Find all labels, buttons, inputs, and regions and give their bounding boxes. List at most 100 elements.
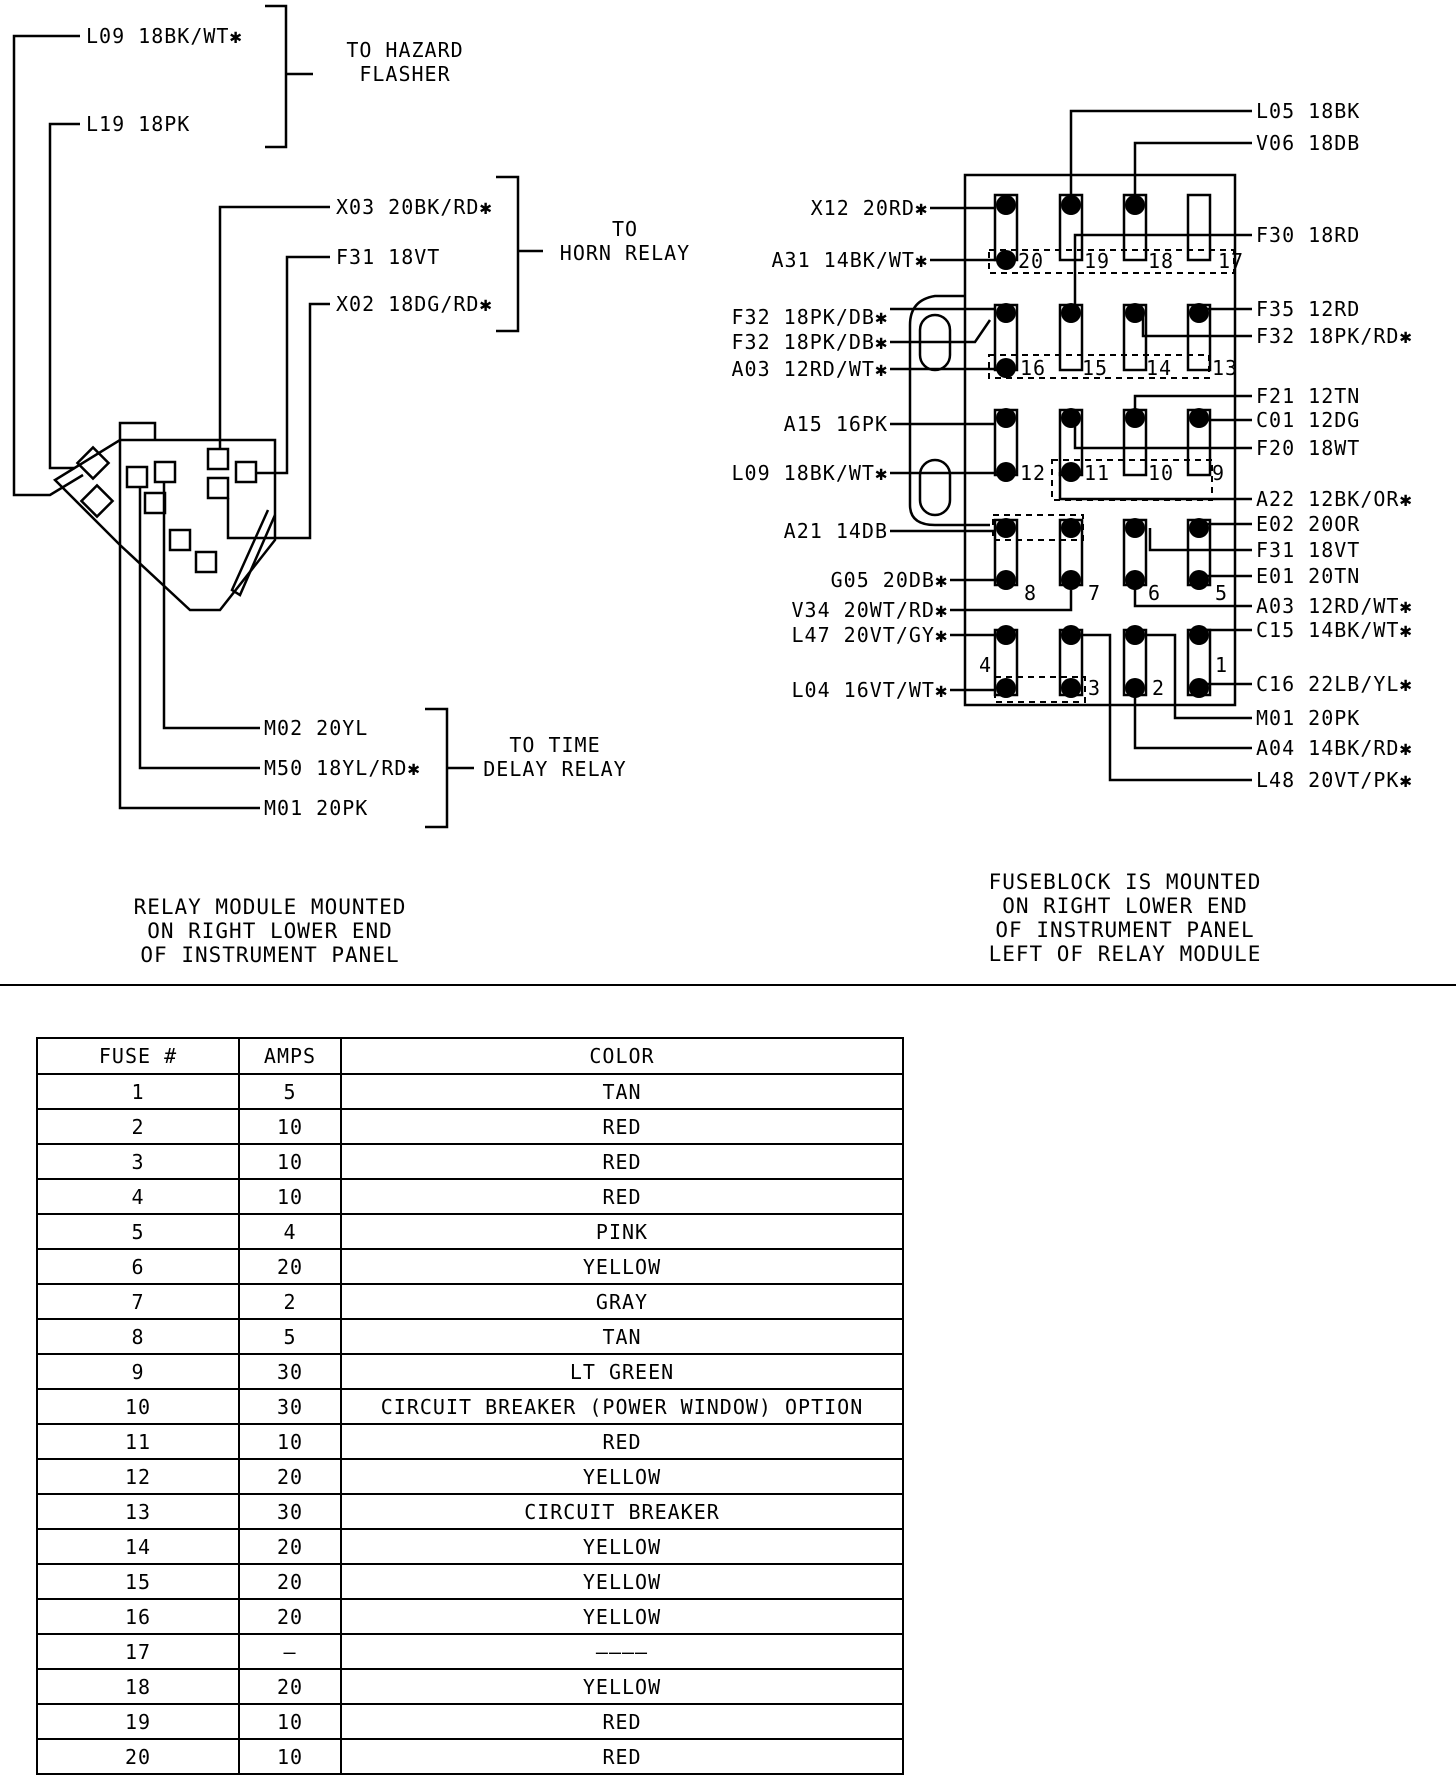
mounting-bracket bbox=[908, 294, 990, 527]
fuse-number-cell: 9 bbox=[36, 1353, 240, 1390]
fuse-wire-label: F35 12RD bbox=[1256, 297, 1360, 321]
fuse-wire-label: E02 20OR bbox=[1256, 512, 1360, 536]
amps-cell: 10 bbox=[238, 1738, 342, 1775]
relay-module-outline bbox=[52, 438, 277, 612]
right-leader-lines bbox=[1058, 109, 1252, 782]
terminal-hazard-2 bbox=[79, 483, 115, 519]
amps-cell: 10 bbox=[238, 1178, 342, 1215]
amps-cell: 5 bbox=[238, 1073, 342, 1110]
fuse-wire-label: A15 16PK bbox=[784, 412, 888, 436]
amps-cell: 10 bbox=[238, 1423, 342, 1460]
fuse-number-cell: 4 bbox=[36, 1178, 240, 1215]
fuse-block-right-labels: L05 18BK V06 18DB F30 18RD F35 12RD F32 … bbox=[1256, 99, 1413, 792]
fuse-number-cell: 1 bbox=[36, 1073, 240, 1110]
fuse-wire-label: X12 20RD✱ bbox=[811, 196, 928, 220]
color-cell: PINK bbox=[340, 1213, 904, 1250]
fuse-number: 6 bbox=[1148, 581, 1161, 605]
fuse-wire-label: V34 20WT/RD✱ bbox=[792, 598, 949, 622]
fuse-wire-label: L04 16VT/WT✱ bbox=[792, 678, 949, 702]
time-delay-target-label: DELAY RELAY bbox=[483, 757, 626, 781]
section-divider bbox=[0, 984, 1456, 986]
fuse-number: 10 bbox=[1148, 461, 1174, 485]
header-amps: AMPS bbox=[238, 1037, 342, 1075]
header-fuse: FUSE # bbox=[36, 1037, 240, 1075]
amps-cell: 20 bbox=[238, 1598, 342, 1635]
fuse-number-cell: 8 bbox=[36, 1318, 240, 1355]
color-cell: YELLOW bbox=[340, 1668, 904, 1705]
fuse-number-cell: 3 bbox=[36, 1143, 240, 1180]
horn-wire-label: X03 20BK/RD✱ bbox=[336, 195, 493, 219]
amps-cell: 20 bbox=[238, 1248, 342, 1285]
bracket-slot bbox=[918, 458, 952, 517]
fuse-number: 14 bbox=[1146, 356, 1172, 380]
header-color: COLOR bbox=[340, 1037, 904, 1075]
fuse-wire-label: F30 18RD bbox=[1256, 223, 1360, 247]
fuse-number: 9 bbox=[1212, 461, 1225, 485]
time-delay-wire-label: M01 20PK bbox=[264, 796, 368, 820]
amps-cell: 2 bbox=[238, 1283, 342, 1320]
fuse-wire-label: C16 22LB/YL✱ bbox=[1256, 672, 1413, 696]
horn-wire-label: X02 18DG/RD✱ bbox=[336, 292, 493, 316]
fuse-number-cell: 19 bbox=[36, 1703, 240, 1740]
horn-wire-label: F31 18VT bbox=[336, 245, 440, 269]
fuse-number-cell: 15 bbox=[36, 1563, 240, 1600]
fuse-block-left-labels: X12 20RD✱ A31 14BK/WT✱ F32 18PK/DB✱ F32 … bbox=[732, 196, 949, 702]
terminal-hazard-1 bbox=[75, 445, 111, 481]
fuse-wire-label: A03 12RD/WT✱ bbox=[1256, 594, 1413, 618]
fuse-number: 7 bbox=[1088, 581, 1101, 605]
fuse-number: 20 bbox=[1018, 249, 1044, 273]
color-cell: RED bbox=[340, 1108, 904, 1145]
amps-cell: 20 bbox=[238, 1528, 342, 1565]
fuse-number-cell: 11 bbox=[36, 1423, 240, 1460]
amps-cell: 10 bbox=[238, 1108, 342, 1145]
time-delay-target-label: TO TIME bbox=[509, 733, 600, 757]
fuse-number-cell: 5 bbox=[36, 1213, 240, 1250]
hazard-wire-label: L09 18BK/WT✱ bbox=[86, 24, 243, 48]
terminal-m50 bbox=[125, 465, 149, 489]
terminal-spare-2 bbox=[194, 550, 218, 574]
fuse-wire-label: F31 18VT bbox=[1256, 538, 1360, 562]
fuse-number-cell: 14 bbox=[36, 1528, 240, 1565]
color-cell: RED bbox=[340, 1423, 904, 1460]
relay-module-caption: RELAY MODULE MOUNTED ON RIGHT LOWER END … bbox=[133, 895, 407, 967]
fuse-wire-label: F32 18PK/DB✱ bbox=[732, 305, 889, 329]
fuse-number-cell: 17 bbox=[36, 1633, 240, 1670]
amps-cell: 30 bbox=[238, 1353, 342, 1390]
fuse-number-cell: 7 bbox=[36, 1283, 240, 1320]
fuse-number: 13 bbox=[1212, 356, 1238, 380]
fuse-number: 15 bbox=[1082, 356, 1108, 380]
fuse-wire-label: G05 20DB✱ bbox=[831, 568, 948, 592]
fuse-wire-label: F21 12TN bbox=[1256, 384, 1360, 408]
fuse-wire-label: L47 20VT/GY✱ bbox=[792, 623, 949, 647]
color-cell: GRAY bbox=[340, 1283, 904, 1320]
fuse-wire-label: E01 20TN bbox=[1256, 564, 1360, 588]
fuse-number: 19 bbox=[1084, 249, 1110, 273]
terminal-spare-1 bbox=[168, 528, 192, 552]
fuse-wire-label: A04 14BK/RD✱ bbox=[1256, 736, 1413, 760]
color-cell: RED bbox=[340, 1738, 904, 1775]
left-leader-lines bbox=[890, 206, 1073, 692]
relay-module-diagram: L09 18BK/WT✱ L19 18PK TO HAZARD FLASHER … bbox=[12, 4, 689, 829]
hazard-target-label: TO HAZARD bbox=[346, 38, 463, 62]
fuse-number: 16 bbox=[1020, 356, 1046, 380]
fuse-number-cell: 20 bbox=[36, 1738, 240, 1775]
color-cell: RED bbox=[340, 1178, 904, 1215]
color-cell: CIRCUIT BREAKER (POWER WINDOW) OPTION bbox=[340, 1388, 904, 1425]
amps-cell: — bbox=[238, 1633, 342, 1670]
fuse-number-cell: 13 bbox=[36, 1493, 240, 1530]
color-cell: ———— bbox=[340, 1633, 904, 1670]
color-cell: YELLOW bbox=[340, 1563, 904, 1600]
wire-m02 bbox=[162, 482, 260, 730]
terminal-x02 bbox=[206, 476, 230, 500]
